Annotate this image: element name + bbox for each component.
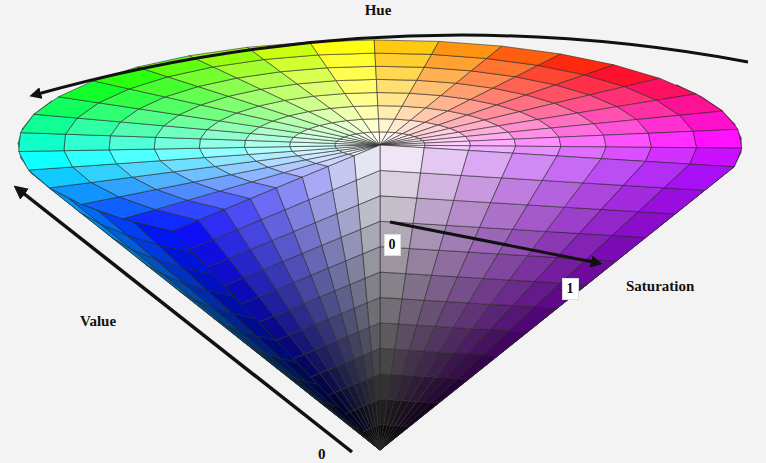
cone-cell [109, 149, 160, 164]
cone-cell [318, 53, 375, 68]
cone-cell [690, 148, 742, 167]
value-box: 1 [562, 278, 579, 300]
cone-cell [380, 426, 410, 450]
cone-cell [380, 141, 425, 145]
cone-cell [19, 151, 73, 170]
axis-number: 0 [389, 237, 396, 252]
cone-cell [109, 136, 155, 150]
cone-cell [376, 66, 425, 80]
cone-cell [693, 129, 742, 148]
cone-cell [380, 145, 424, 173]
cone-cell [604, 133, 652, 147]
cone-cell [371, 132, 380, 145]
cone-cell [29, 167, 91, 188]
axis-number: 1 [567, 281, 574, 296]
cone-cell [64, 150, 117, 167]
cone-cell [64, 134, 111, 150]
cone-cell [154, 137, 200, 149]
cone-cell [402, 402, 432, 426]
cone-cell [336, 79, 377, 93]
cone-cell [559, 135, 606, 147]
axis-title: Saturation [626, 278, 694, 295]
cone-cell [328, 156, 356, 190]
cone-cell [648, 131, 696, 147]
cone-cell [664, 164, 734, 190]
cone-cell [354, 145, 380, 180]
cone-cell [469, 139, 515, 146]
cone-cell [483, 331, 527, 356]
cone-cell [356, 133, 380, 145]
cone-cell [354, 106, 379, 120]
cone-cell [417, 173, 461, 200]
cone-cell [380, 196, 417, 223]
cone-cell [345, 93, 378, 107]
cone-cell [680, 111, 738, 131]
cone-cell [612, 212, 675, 238]
cone-cell [406, 402, 439, 426]
cone-cell [363, 132, 380, 145]
cone-cell [245, 147, 293, 155]
cone-cells [18, 40, 742, 450]
cone-cell [327, 66, 376, 80]
cone-cell [509, 307, 557, 332]
cone-cell [457, 355, 498, 380]
axis-number: 0 [318, 446, 326, 463]
cone-cell [311, 373, 335, 395]
cone-cell [19, 133, 66, 152]
cone-cell [362, 119, 379, 132]
cone-cell [380, 170, 421, 198]
cone-cell [375, 53, 432, 67]
cone-cell [425, 141, 471, 146]
cone-cell [374, 40, 439, 54]
cone-cell [328, 393, 350, 414]
value-arrow [18, 189, 352, 452]
cone-cell [421, 148, 469, 176]
cone-cell [199, 147, 248, 157]
axis-title: Hue [365, 2, 392, 19]
cone-cell [638, 188, 704, 214]
value-box: 0 [384, 234, 401, 256]
hue-arrow [34, 35, 748, 95]
cone-cell [587, 236, 646, 262]
axis-title: Value [80, 313, 116, 330]
cone-cell [380, 272, 406, 299]
cone-cell [345, 412, 364, 432]
cone-cell [514, 137, 561, 146]
cone-cell [363, 431, 380, 450]
cone-cell [172, 220, 213, 249]
cone-cell [293, 354, 319, 377]
cone-cell [154, 148, 204, 160]
saturation-arrow [390, 222, 598, 263]
cone-cell [432, 379, 469, 403]
cone-cell [355, 427, 380, 450]
